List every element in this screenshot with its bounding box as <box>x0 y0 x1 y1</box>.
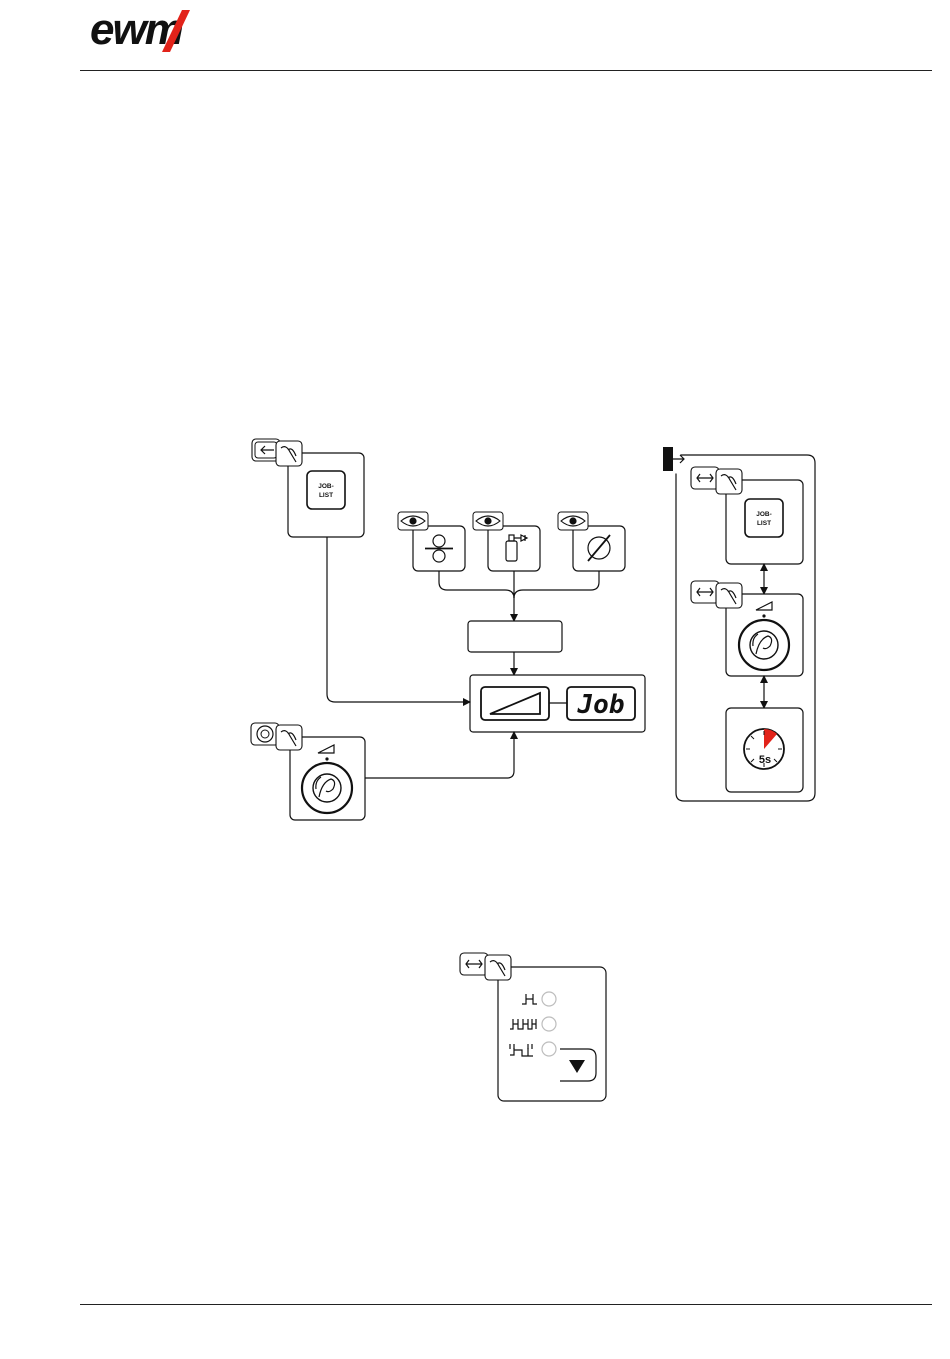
gas-bottle-button[interactable] <box>488 526 540 571</box>
rotary-knob-icon[interactable] <box>302 763 352 813</box>
blank-display <box>468 621 562 652</box>
display-panel: Job <box>470 675 645 732</box>
mode-led-2 <box>542 1017 556 1031</box>
timer-icon: 5s <box>744 729 784 769</box>
mode-led-3 <box>542 1042 556 1056</box>
display-mode-text: Job <box>577 690 625 720</box>
job-list-button[interactable]: JOB- LIST <box>307 471 345 509</box>
mode-led-1 <box>542 992 556 1006</box>
eye-icon <box>558 512 588 530</box>
job-list-label-2: LIST <box>757 520 771 527</box>
mode-select-panel[interactable] <box>498 967 606 1101</box>
wire-feed-button[interactable] <box>413 526 465 571</box>
knob-panel[interactable] <box>290 737 365 820</box>
timer-label: 5s <box>759 754 771 766</box>
timer-panel: 5s <box>726 708 803 792</box>
eye-icon <box>473 512 503 530</box>
job-list-label-1: JOB- <box>756 511 772 518</box>
exit-icon <box>660 445 684 473</box>
double-arrow-hand-icon <box>460 953 511 980</box>
arrow-left-hand-icon <box>252 439 302 466</box>
diameter-button[interactable] <box>573 526 625 571</box>
rotate-hand-icon <box>251 723 302 750</box>
rotary-knob-icon[interactable] <box>739 620 789 670</box>
double-arrow-hand-icon <box>691 467 742 494</box>
job-list-label-1: JOB- <box>318 483 334 490</box>
eye-icon <box>398 512 428 530</box>
double-arrow-hand-icon <box>691 581 742 608</box>
job-list-button[interactable]: JOB- LIST <box>745 499 783 537</box>
job-list-label-2: LIST <box>319 492 333 499</box>
